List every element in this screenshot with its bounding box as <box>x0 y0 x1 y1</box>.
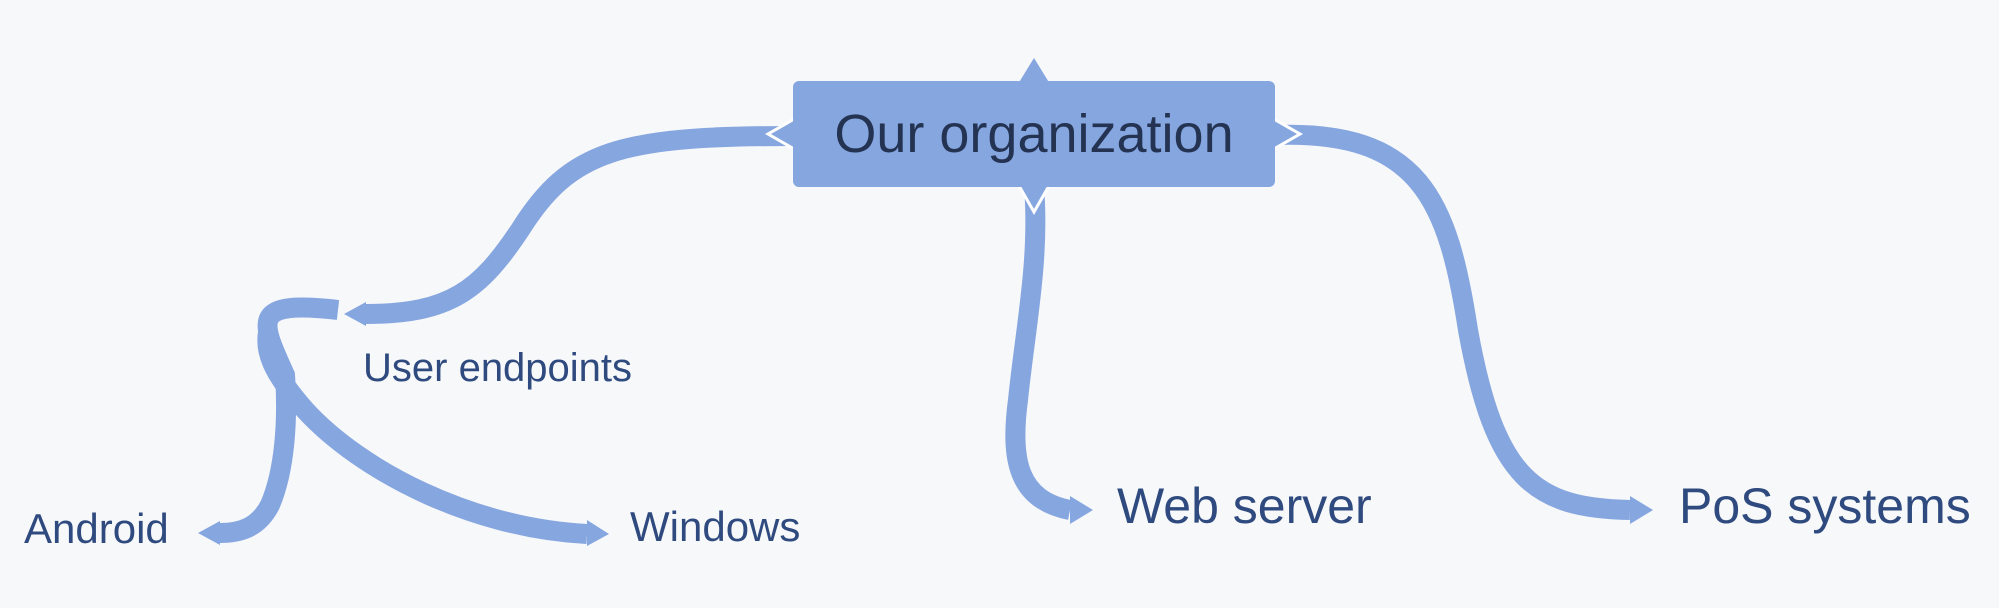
connector-root-to-user-endpoints <box>365 126 794 324</box>
connector-arrow-windows <box>587 520 609 546</box>
root-node-label: Our organization <box>834 104 1234 164</box>
connector-arrow-user-endpoints <box>344 302 366 326</box>
connector-root-to-pos-systems <box>1274 124 1631 520</box>
connector-arrow-pos-systems <box>1630 496 1653 524</box>
root-right-notch <box>1270 115 1304 153</box>
connector-arrow-android <box>198 521 220 545</box>
root-node[interactable]: Our organization <box>793 81 1275 187</box>
root-top-notch <box>1018 58 1050 84</box>
node-user-endpoints[interactable]: User endpoints <box>363 346 633 390</box>
node-windows[interactable]: Windows <box>630 503 801 550</box>
node-pos-systems[interactable]: PoS systems <box>1679 478 1971 534</box>
connector-user-endpoints-to-android <box>219 297 340 543</box>
connector-arrow-web-server <box>1070 496 1093 524</box>
connector-user-endpoints-to-windows <box>257 330 588 544</box>
node-web-server[interactable]: Web server <box>1117 478 1372 534</box>
connector-root-to-web-server <box>1005 186 1073 520</box>
node-android[interactable]: Android <box>24 505 169 552</box>
root-bottom-notch <box>1015 182 1053 216</box>
